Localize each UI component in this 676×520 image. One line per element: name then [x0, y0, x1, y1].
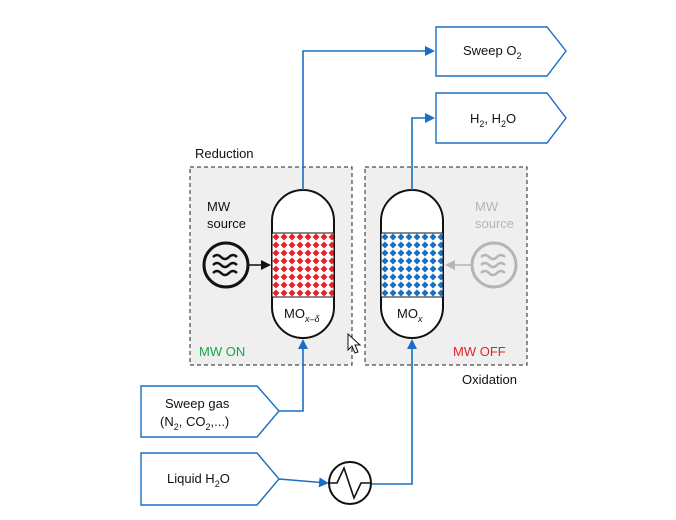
reduction-status: MW ON [199, 344, 245, 359]
oxidation-title: Oxidation [462, 372, 517, 387]
reduction-panel: Reduction MW source MOx–δ MW ON [189, 146, 353, 366]
sweep-o2-label: Sweep O2 [463, 43, 522, 61]
reduction-mw-source-label-line2: source [207, 216, 246, 231]
oxidation-mw-source-label-line2: source [475, 216, 514, 231]
reduction-title: Reduction [195, 146, 254, 161]
reduction-mw-source-label-line1: MW [207, 199, 231, 214]
sweep-gas-label-line2: (N2, CO2,...) [160, 414, 229, 432]
o2-outlet-line [302, 46, 435, 190]
sweep-gas-inlet-line [279, 339, 308, 412]
cursor-arrow-icon [347, 332, 362, 354]
steam-inlet-line [372, 339, 417, 485]
liquid-water-input: Liquid H2O [140, 452, 280, 506]
oxidation-status: MW OFF [453, 344, 506, 359]
sweep-gas-input: Sweep gas (N2, CO2,...) [140, 385, 280, 438]
h2-outlet-line [411, 113, 435, 190]
h2-h2o-output: H2, H2O [435, 92, 567, 144]
reduction-reactor-label: MOx–δ [284, 306, 320, 324]
liquid-water-label: Liquid H2O [167, 471, 230, 489]
oxidation-panel: Oxidation MW source MOx MW OFF [364, 166, 528, 387]
heat-exchanger-icon [328, 461, 372, 505]
oxidation-catalyst-bed [380, 232, 444, 298]
flow-lines [278, 46, 435, 488]
sweep-gas-label-line1: Sweep gas [165, 396, 230, 411]
oxidation-reactor: MOx [380, 189, 444, 339]
reduction-catalyst-bed [271, 232, 335, 298]
mw-source-icon [470, 241, 518, 289]
water-to-exchanger-line [278, 477, 329, 488]
h2-h2o-label: H2, H2O [470, 111, 516, 129]
oxidation-mw-source-label-line1: MW [475, 199, 499, 214]
oxidation-reactor-label: MOx [397, 306, 423, 324]
reduction-reactor: MOx–δ [271, 189, 335, 339]
sweep-o2-output: Sweep O2 [435, 26, 567, 77]
mw-source-icon [202, 241, 250, 289]
